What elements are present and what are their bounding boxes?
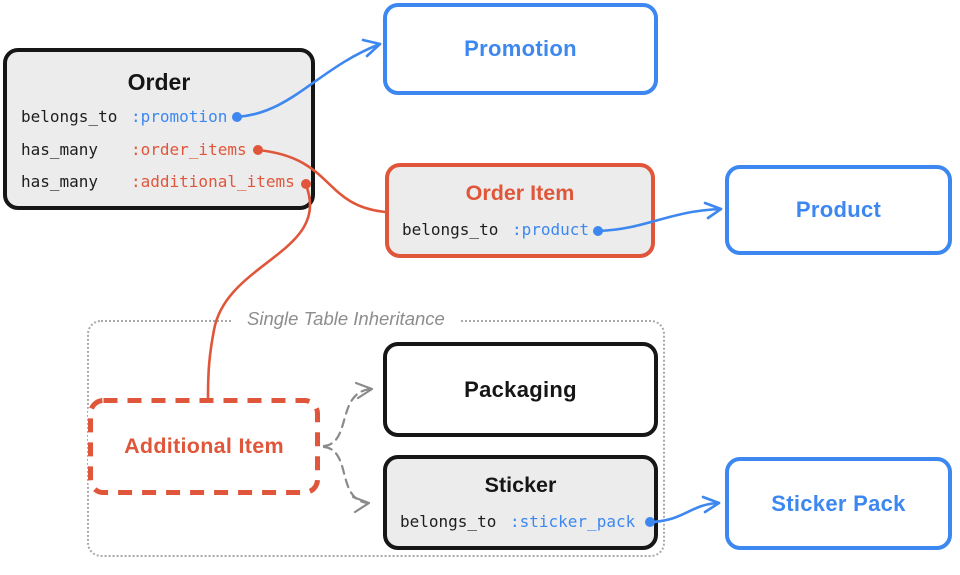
sticker-pack-title: Sticker Pack xyxy=(771,490,906,516)
sticker-node: Sticker belongs_to :sticker_pack xyxy=(383,455,658,550)
order-node: Order belongs_to :promotion has_many :orde… xyxy=(3,48,315,210)
association-macro: belongs_to xyxy=(21,107,118,126)
association-target: :promotion xyxy=(131,107,228,126)
order-title: Order xyxy=(127,69,191,95)
arrowhead-sticker-pack-icon xyxy=(701,495,721,514)
packaging-title: Packaging xyxy=(464,376,577,402)
product-title: Product xyxy=(795,197,882,222)
arrowhead-promotion-icon xyxy=(361,38,382,58)
sti-group-label: Single Table Inheritance xyxy=(233,308,459,330)
order-item-title: Order Item xyxy=(465,181,575,205)
association-target: :additional_items xyxy=(131,172,295,191)
sticker-pack-node: Sticker Pack xyxy=(725,457,952,550)
association-row-sticker-pack: belongs_to :sticker_pack xyxy=(400,512,650,531)
association-target: :order_items xyxy=(131,139,247,159)
order-item-node: Order Item belongs_to :product xyxy=(385,163,655,258)
order-associations: belongs_to :promotion has_many :order_item… xyxy=(21,101,305,199)
association-macro: belongs_to xyxy=(400,512,497,531)
product-node: Product xyxy=(725,165,952,255)
additional-item-title: Additional Item xyxy=(124,434,284,458)
association-row-promotion: belongs_to :promotion xyxy=(21,101,305,134)
association-row-order-items: has_many :order_items xyxy=(21,134,305,167)
association-macro: has_many xyxy=(21,172,99,191)
association-target: :product xyxy=(512,220,590,239)
packaging-node: Packaging xyxy=(383,342,658,437)
association-target: :sticker_pack xyxy=(510,512,636,531)
association-row-product: belongs_to :product xyxy=(402,220,647,239)
promotion-title: Promotion xyxy=(464,36,577,61)
promotion-node: Promotion xyxy=(383,3,658,95)
association-macro: belongs_to xyxy=(402,220,499,239)
association-row-additional-items: has_many :additional_items xyxy=(21,166,305,199)
arrowhead-product-icon xyxy=(703,201,723,220)
sticker-title: Sticker xyxy=(484,473,557,497)
additional-item-node: Additional Item xyxy=(88,398,320,495)
association-macro: has_many xyxy=(21,139,99,159)
